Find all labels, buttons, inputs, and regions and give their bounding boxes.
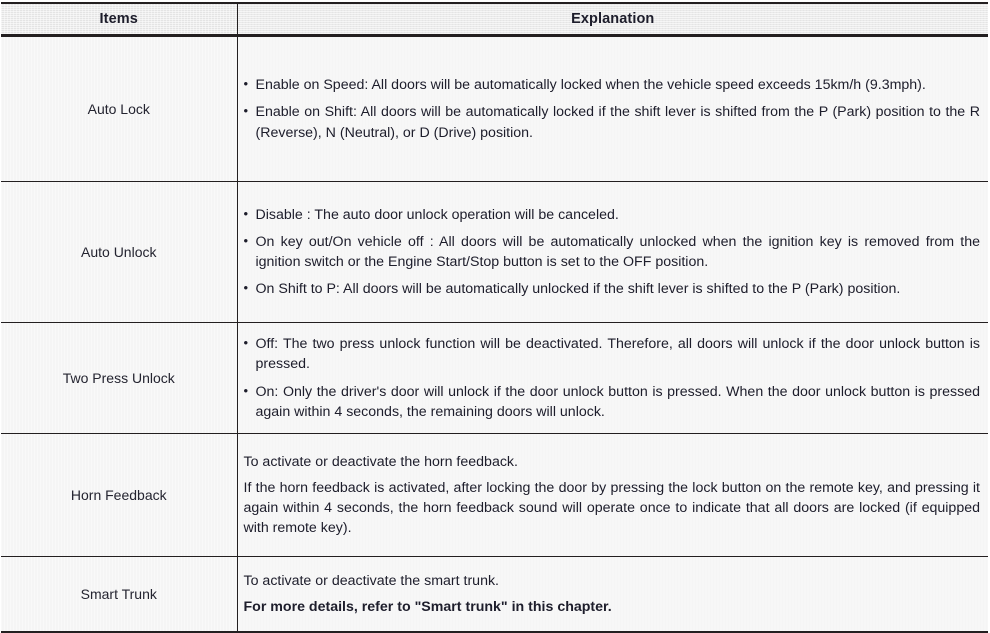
paragraph: If the horn feedback is activated, after… [243,479,981,537]
list-item: Disable : The auto door unlock operation… [244,204,981,225]
row-explanation-two-press-unlock: Off: The two press unlock function will … [237,322,988,434]
table-header: Items Explanation [1,2,988,37]
row-label-auto-unlock: Auto Unlock [1,181,238,323]
bullet-list: Disable : The auto door unlock operation… [244,204,981,300]
list-item-text: On key out/On vehicle off : All doors wi… [255,233,981,270]
list-item: On: Only the driver's door will unlock i… [244,380,981,422]
row-label-smart-trunk: Smart Trunk [1,556,238,633]
list-item-text: Disable : The auto door unlock operation… [255,206,619,223]
list-item: On key out/On vehicle off : All doors wi… [244,231,981,272]
row-label-two-press-unlock: Two Press Unlock [1,322,238,434]
paragraph: To activate or deactivate the horn feedb… [243,453,518,470]
table-body: Auto Lock Enable on Speed: All doors wil… [1,35,988,633]
bullet-list: Enable on Speed: All doors will be autom… [244,74,981,142]
column-header-explanation: Explanation [236,2,988,37]
table-row: Auto Lock Enable on Speed: All doors wil… [1,35,988,182]
row-label-auto-lock: Auto Lock [1,35,238,182]
paragraph-emphasis: For more details, refer to "Smart trunk"… [243,599,612,615]
table-header-row: Items Explanation [1,2,988,37]
table-row: Two Press Unlock Off: The two press unlo… [1,322,988,434]
row-explanation-smart-trunk: To activate or deactivate the smart trun… [237,556,988,633]
paragraph: To activate or deactivate the smart trun… [243,572,500,589]
list-item-text: On Shift to P: All doors will be automat… [255,281,901,298]
bullet-list: Off: The two press unlock function will … [244,333,981,422]
table-row: Horn Feedback To activate or deactivate … [1,433,988,557]
list-item: Enable on Speed: All doors will be autom… [244,74,981,95]
list-item-text: Enable on Shift: All doors will be autom… [255,104,981,141]
list-item: Off: The two press unlock function will … [244,333,981,374]
table-row: Smart Trunk To activate or deactivate th… [1,556,988,633]
list-item-text: On: Only the driver's door will unlock i… [255,383,981,420]
row-explanation-auto-lock: Enable on Speed: All doors will be autom… [237,35,988,182]
list-item: On Shift to P: All doors will be automat… [244,278,981,299]
list-item-text: Enable on Speed: All doors will be autom… [255,77,926,94]
list-item: Enable on Shift: All doors will be autom… [244,101,981,142]
table-row: Auto Unlock Disable : The auto door unlo… [1,181,988,323]
list-item-text: Off: The two press unlock function will … [255,336,981,373]
row-explanation-auto-unlock: Disable : The auto door unlock operation… [237,181,988,323]
row-explanation-horn-feedback: To activate or deactivate the horn feedb… [237,433,988,557]
row-label-horn-feedback: Horn Feedback [1,433,238,557]
column-header-items: Items [1,2,238,37]
